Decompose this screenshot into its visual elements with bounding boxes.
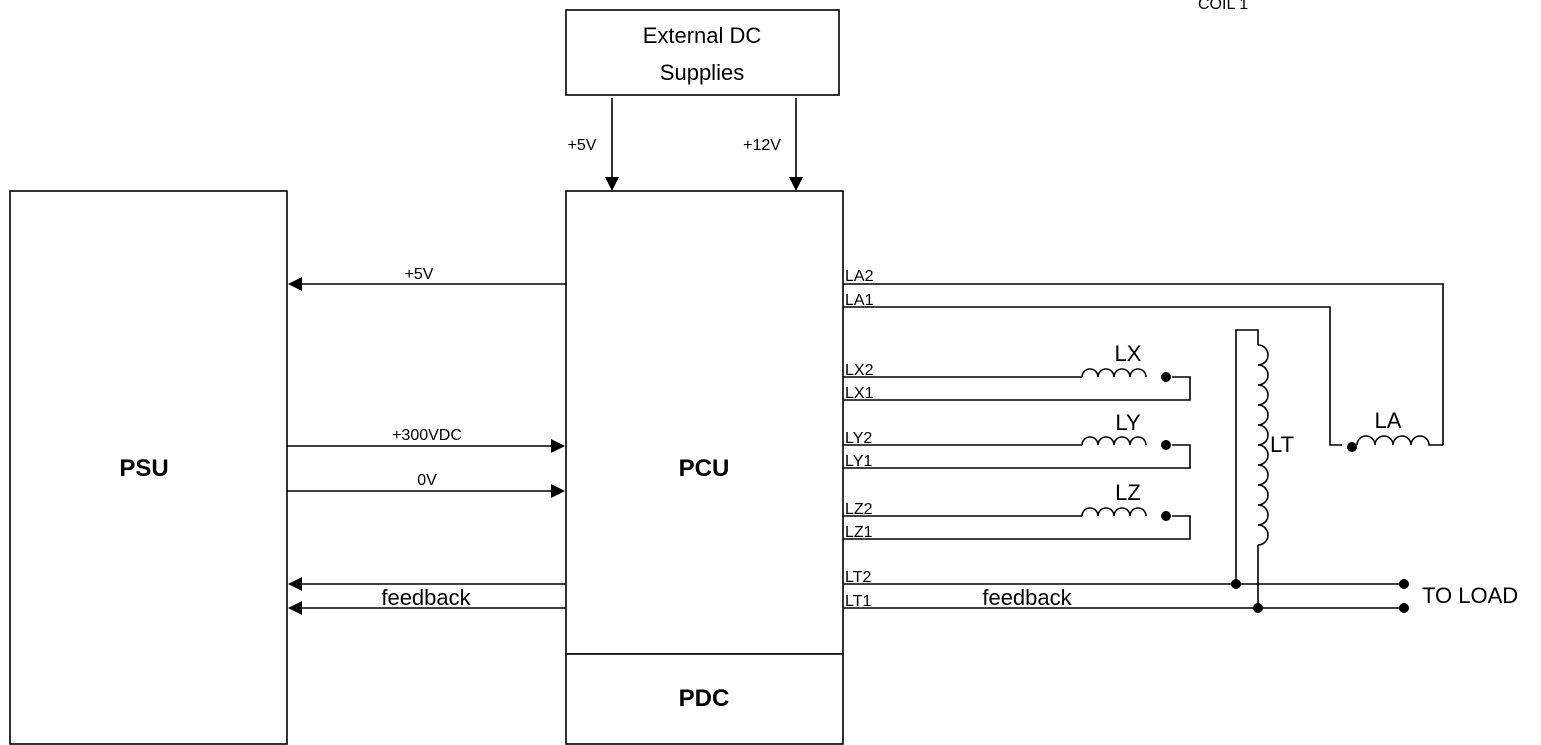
feedback-line-upper — [288, 577, 566, 591]
ly-label: LY — [1115, 410, 1141, 435]
link-0v-label: 0V — [417, 472, 437, 489]
pin-ly2: LY2 — [845, 430, 872, 447]
pin-lx2: LX2 — [845, 362, 874, 379]
pin-lx1: LX1 — [845, 385, 874, 402]
lx-label: LX — [1115, 341, 1142, 366]
lz1-wire — [843, 515, 1191, 540]
link-300vdc-to-pcu — [287, 439, 565, 453]
link-0v-to-pcu — [287, 484, 565, 498]
pin-la1: LA1 — [845, 292, 874, 309]
pin-lz1: LZ1 — [845, 524, 873, 541]
la-label: LA — [1375, 408, 1402, 433]
pin-la2: LA2 — [845, 268, 874, 285]
feedback-right-label: feedback — [982, 585, 1072, 610]
lz-coil — [1081, 507, 1171, 521]
pcu-label: PCU — [679, 455, 730, 482]
lx-coil — [1081, 368, 1171, 382]
lt-label: LT — [1270, 432, 1294, 457]
lz-label: LZ — [1115, 480, 1141, 505]
lt1-wire — [843, 603, 1409, 613]
external-dc-label-line1: External DC — [643, 23, 762, 48]
supply-12v-line — [789, 98, 803, 191]
link-300vdc-label: +300VDC — [392, 427, 462, 444]
pdc-block — [565, 653, 844, 745]
supply-5v-line — [605, 98, 619, 191]
ly-coil — [1081, 436, 1171, 450]
ly1-wire — [843, 444, 1191, 469]
la-coil — [1347, 435, 1443, 452]
pcu-block — [565, 190, 844, 655]
link-5v-to-psu — [288, 277, 566, 291]
feedback-left-label: feedback — [381, 585, 471, 610]
lt-coil — [1235, 329, 1269, 608]
link-5v-label: +5V — [405, 266, 434, 283]
external-dc-supplies-block — [565, 9, 840, 96]
supply-12v-label: +12V — [743, 137, 781, 154]
la2-wire — [843, 283, 1444, 445]
feedback-line-lower — [288, 601, 566, 615]
pin-lz2: LZ2 — [845, 501, 873, 518]
la1-wire — [843, 306, 1342, 446]
pdc-label: PDC — [679, 685, 730, 712]
pin-ly1: LY1 — [845, 453, 872, 470]
psu-label: PSU — [119, 455, 168, 482]
psu-block — [9, 190, 288, 745]
lt2-wire — [843, 579, 1409, 589]
to-load-label: TO LOAD — [1422, 583, 1518, 608]
pin-lt1: LT1 — [845, 593, 871, 610]
pin-lt2: LT2 — [845, 569, 871, 586]
external-dc-label-line2: Supplies — [660, 60, 744, 85]
supply-5v-label: +5V — [568, 137, 597, 154]
lx1-wire — [843, 376, 1191, 401]
corner-coil-label: COIL 1 — [1198, 0, 1248, 13]
